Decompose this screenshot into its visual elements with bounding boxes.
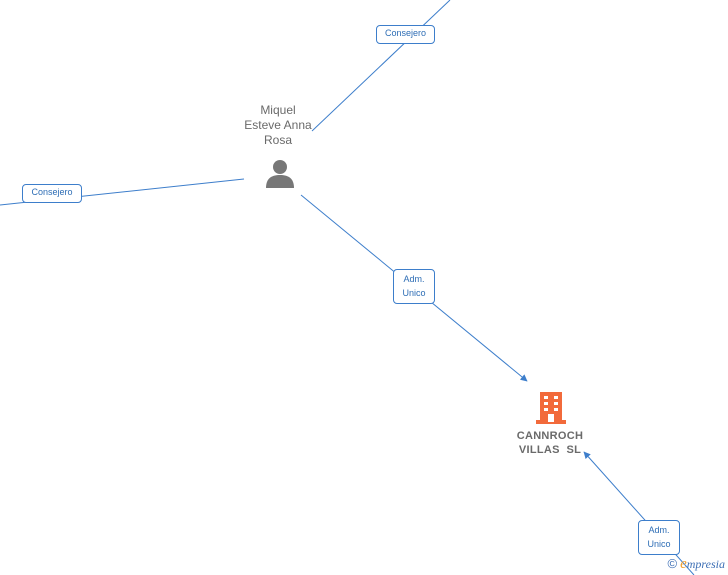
company-name-line1: CANNROCH (516, 430, 584, 442)
person-name-label[interactable]: Miquel Esteve Anna Rosa (228, 103, 328, 148)
person-name-line3: Rosa (263, 133, 292, 147)
edge-consejero-top (311, 0, 451, 132)
empresia-watermark: © empresia (668, 556, 726, 573)
edge-label-unico-line2: Unico (402, 288, 426, 298)
edge-label-adm-line1: Adm. (403, 274, 425, 284)
copyright-symbol: © (667, 556, 678, 571)
person-name-line2: Esteve Anna (244, 118, 312, 132)
edge-label-adm-unico-bottom[interactable]: Adm. Unico (638, 520, 680, 555)
person-name-line1: Miquel (260, 103, 296, 117)
person-icon[interactable] (265, 158, 295, 188)
edge-label-consejero-top[interactable]: Consejero (376, 25, 435, 44)
company-name-line2: VILLAS SL (518, 444, 582, 456)
brand-e-glyph: e (680, 556, 687, 572)
brand-name: mpresia (686, 557, 725, 571)
edge-label-unico-line2: Unico (647, 539, 671, 549)
building-icon[interactable] (536, 390, 566, 424)
company-name-label[interactable]: CANNROCH VILLAS SL (500, 429, 600, 457)
edge-label-consejero-left[interactable]: Consejero (22, 184, 82, 203)
edge-label-adm-line1: Adm. (648, 525, 670, 535)
edge-label-adm-unico-center[interactable]: Adm. Unico (393, 269, 435, 304)
